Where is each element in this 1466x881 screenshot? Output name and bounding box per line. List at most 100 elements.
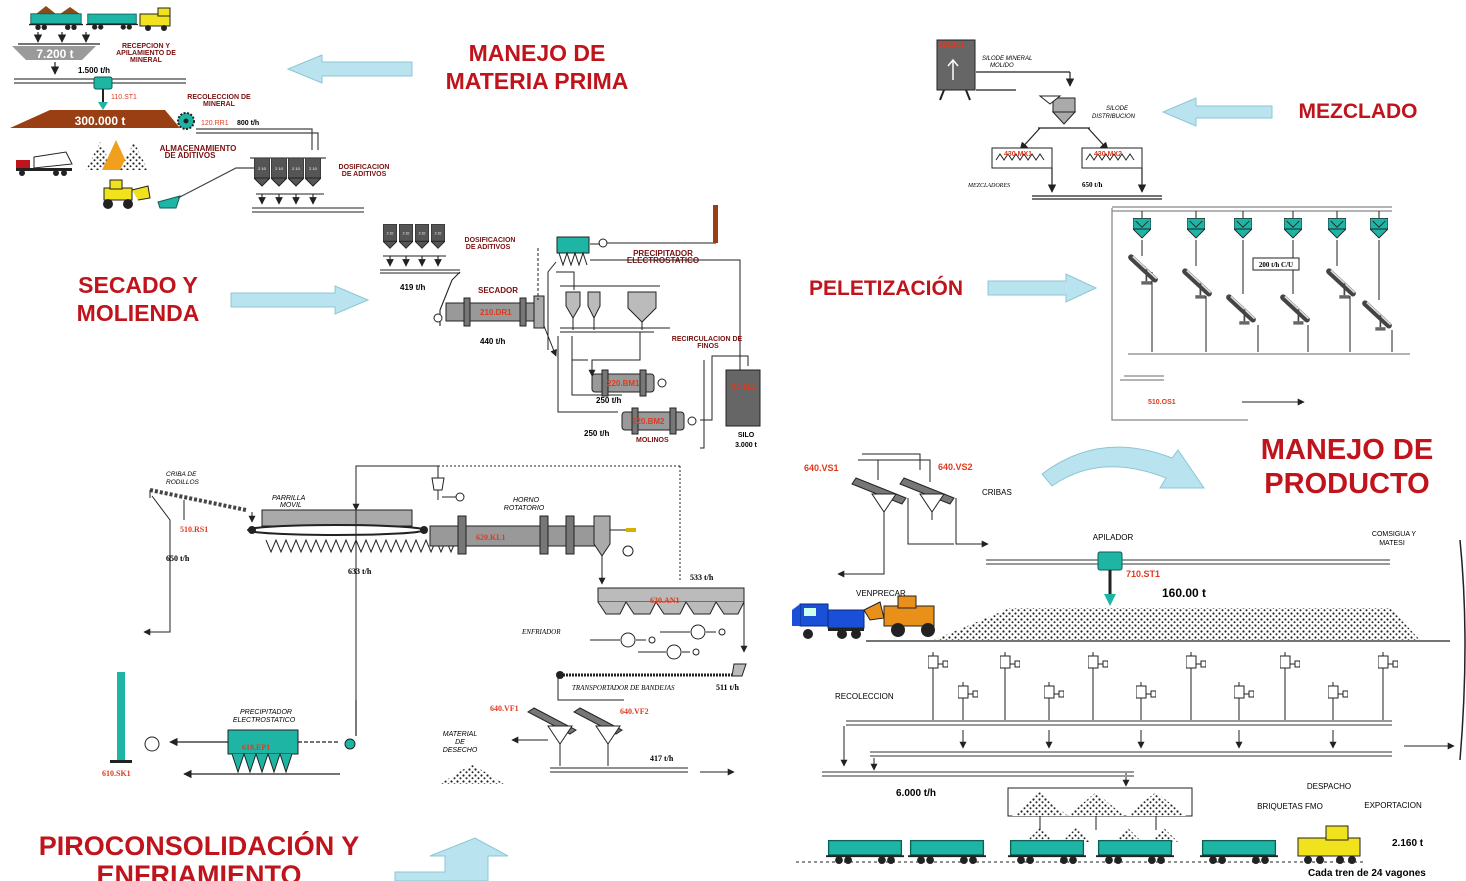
feed-hopper-icon: [157, 195, 181, 209]
flow-rate-label: 6.000 t/h: [896, 788, 936, 799]
svg-text:CRIBA DE: CRIBA DE: [166, 471, 197, 478]
train-icon: [28, 6, 171, 31]
distribution-label: SILODE DISTRIBUCION: [1092, 106, 1136, 120]
recoleccion-label: RECOLECCION: [835, 692, 894, 701]
induration-area: CRIBA DE RODILLOS 510.RS1 650 t/h PARRIL…: [102, 465, 748, 784]
dosing-label: DOSIFICACION DE ADITIVOS: [339, 164, 390, 178]
apilador-label: APILADOR: [1093, 533, 1134, 542]
svg-text:PRECIPITADOR: PRECIPITADOR: [633, 249, 693, 258]
equipment-tag: 710.ST1: [1126, 569, 1160, 579]
svg-text:ROTATORIO: ROTATORIO: [504, 505, 545, 512]
dosing-bins-icon: [383, 224, 445, 249]
raw-material-area: 7.200 t RECEPCION Y APILAMIENTO DE MINER…: [10, 6, 390, 213]
flow-rate-label: 800 t/h: [237, 120, 259, 127]
recirculation-label: RECIRCULACION DE FINOS: [672, 336, 743, 350]
equipment-tag: 610.SK1: [102, 769, 131, 778]
svg-text:RECEPCION Y: RECEPCION Y: [122, 43, 170, 50]
flow-rate-label: 250 t/h: [596, 396, 621, 405]
stack-icon: [713, 205, 718, 243]
equipment-tag: 120.RR1: [201, 120, 229, 127]
ball-mill-icon: [591, 369, 667, 397]
reclaimer-wheel-icon: [177, 112, 195, 130]
svg-text:MINERAL: MINERAL: [130, 57, 163, 64]
svg-text:DOSIFICACION: DOSIFICACION: [465, 237, 516, 244]
despacho-label: DESPACHO: [1307, 782, 1351, 791]
silo-icon: [936, 39, 976, 101]
conveyor-label: TRANSPORTADOR DE BANDEJAS: [572, 684, 675, 692]
flow-arrow-right-icon: [230, 285, 370, 315]
section-title-piroconsolidacion: PIROCONSOLIDACIÓN Y ENFRIAMIENTO: [39, 830, 360, 881]
mixer-icon: [991, 147, 1053, 169]
flow-rate-label: 650 t/h: [1082, 181, 1103, 189]
precipitator-label-piro: PRECIPITADOR ELECTROSTATICO: [233, 709, 296, 724]
svg-text:PRECIPITADOR: PRECIPITADOR: [240, 709, 292, 716]
svg-text:FINOS: FINOS: [697, 343, 719, 350]
svg-text:MOLIDO: MOLIDO: [990, 63, 1014, 69]
equipment-tag: 640.VS2: [938, 462, 973, 472]
svg-text:DE ADITIVOS: DE ADITIVOS: [342, 171, 387, 178]
svg-text:ELECTROSTATICO: ELECTROSTATICO: [233, 717, 296, 724]
cooler-icon: [597, 587, 745, 615]
tonnage-label: 300.000 t: [75, 114, 126, 128]
stack-icon: [117, 672, 125, 762]
equipment-tag: 220.BM1: [607, 379, 640, 388]
reception-label: RECEPCION Y APILAMIENTO DE MINERAL: [116, 43, 176, 64]
stacker-icon: [93, 76, 113, 110]
equipment-tag: 640.VS1: [804, 463, 839, 473]
equipment-tag: 630.AN1: [650, 596, 680, 605]
flow-rate-label: 533 t/h: [690, 573, 714, 582]
dosing-label: DOSIFICACION DE ADITIVOS: [465, 237, 516, 251]
reclaim-feeders-row: [928, 652, 1398, 706]
additive-piles-icon: [86, 140, 148, 170]
svg-text:MATERIA PRIMA: MATERIA PRIMA: [446, 68, 629, 94]
roller-screen-label: CRIBA DE RODILLOS: [166, 471, 200, 486]
section-title-peletizacion: PELETIZACIÓN: [809, 276, 963, 300]
flow-rate-label: 440 t/h: [480, 337, 505, 346]
roller-screen-icon: [149, 488, 247, 512]
electrostatic-precipitator-icon: [227, 729, 299, 774]
equipment-tag: 510.RS1: [180, 525, 208, 534]
flow-rate-label: 511 t/h: [716, 683, 739, 692]
cooler-label: ENFRIADOR: [521, 628, 561, 636]
cyclone-icon: [565, 291, 657, 323]
svg-text:DE ADITIVOS: DE ADITIVOS: [466, 244, 511, 251]
horno-label: HORNO ROTATORIO: [504, 497, 545, 512]
equipment-tag: 430.MX1: [1004, 151, 1032, 158]
equipment-tag: 610.EP1: [242, 743, 270, 752]
locomotive-icon: [1297, 825, 1361, 864]
flow-rate-label: 1.500 t/h: [78, 66, 110, 75]
product-handling-area: 640.VS1 640.VS2 CRIBAS APILADOR COMSIGUA…: [792, 453, 1466, 879]
svg-text:MANEJO DE: MANEJO DE: [469, 40, 606, 66]
flow-rate-label: 633 t/h: [348, 567, 372, 576]
cooler-fans-icon: [590, 624, 726, 660]
svg-text:MOLIENDA: MOLIENDA: [77, 300, 200, 326]
flow-arrow-up-icon: [394, 837, 509, 881]
svg-text:DESECHO: DESECHO: [443, 747, 478, 754]
svg-text:DE: DE: [455, 739, 465, 746]
product-stockpile-icon: [934, 608, 1420, 640]
pan-conveyor-icon: [556, 663, 747, 679]
svg-text:RODILLOS: RODILLOS: [166, 479, 200, 486]
venprecar-label: VENPRECAR: [856, 589, 906, 598]
exportacion-label: EXPORTACION: [1364, 801, 1422, 810]
svg-text:COMSIGUA Y: COMSIGUA Y: [1372, 531, 1417, 538]
equipment-tag: 640.VF2: [620, 707, 649, 716]
front-loader-icon: [863, 595, 935, 637]
storage-label: ALMACENAMIENTO DE ADITIVOS: [160, 144, 237, 160]
loadout-bins-icon: [1007, 787, 1193, 842]
receiving-hopper-icon: [12, 46, 96, 60]
screen-icon: [527, 707, 623, 745]
fan-icon: [144, 736, 160, 752]
semi-truck-icon: [792, 603, 865, 639]
svg-text:ENFRIAMIENTO: ENFRIAMIENTO: [96, 860, 301, 881]
svg-text:APILAMIENTO DE: APILAMIENTO DE: [116, 50, 176, 57]
section-title-mezclado: MEZCLADO: [1299, 100, 1418, 123]
flow-arrow-left-icon: [1161, 97, 1273, 127]
equipment-tag: 510.OS1: [1148, 399, 1176, 406]
silo-label: SILODE MINERAL MOLIDO: [982, 56, 1032, 69]
section-title-secado: SECADO Y MOLIENDA: [77, 272, 200, 326]
fan-icon: [344, 738, 356, 750]
screens-label: CRIBAS: [982, 488, 1012, 497]
svg-text:MATESI: MATESI: [1379, 540, 1405, 547]
